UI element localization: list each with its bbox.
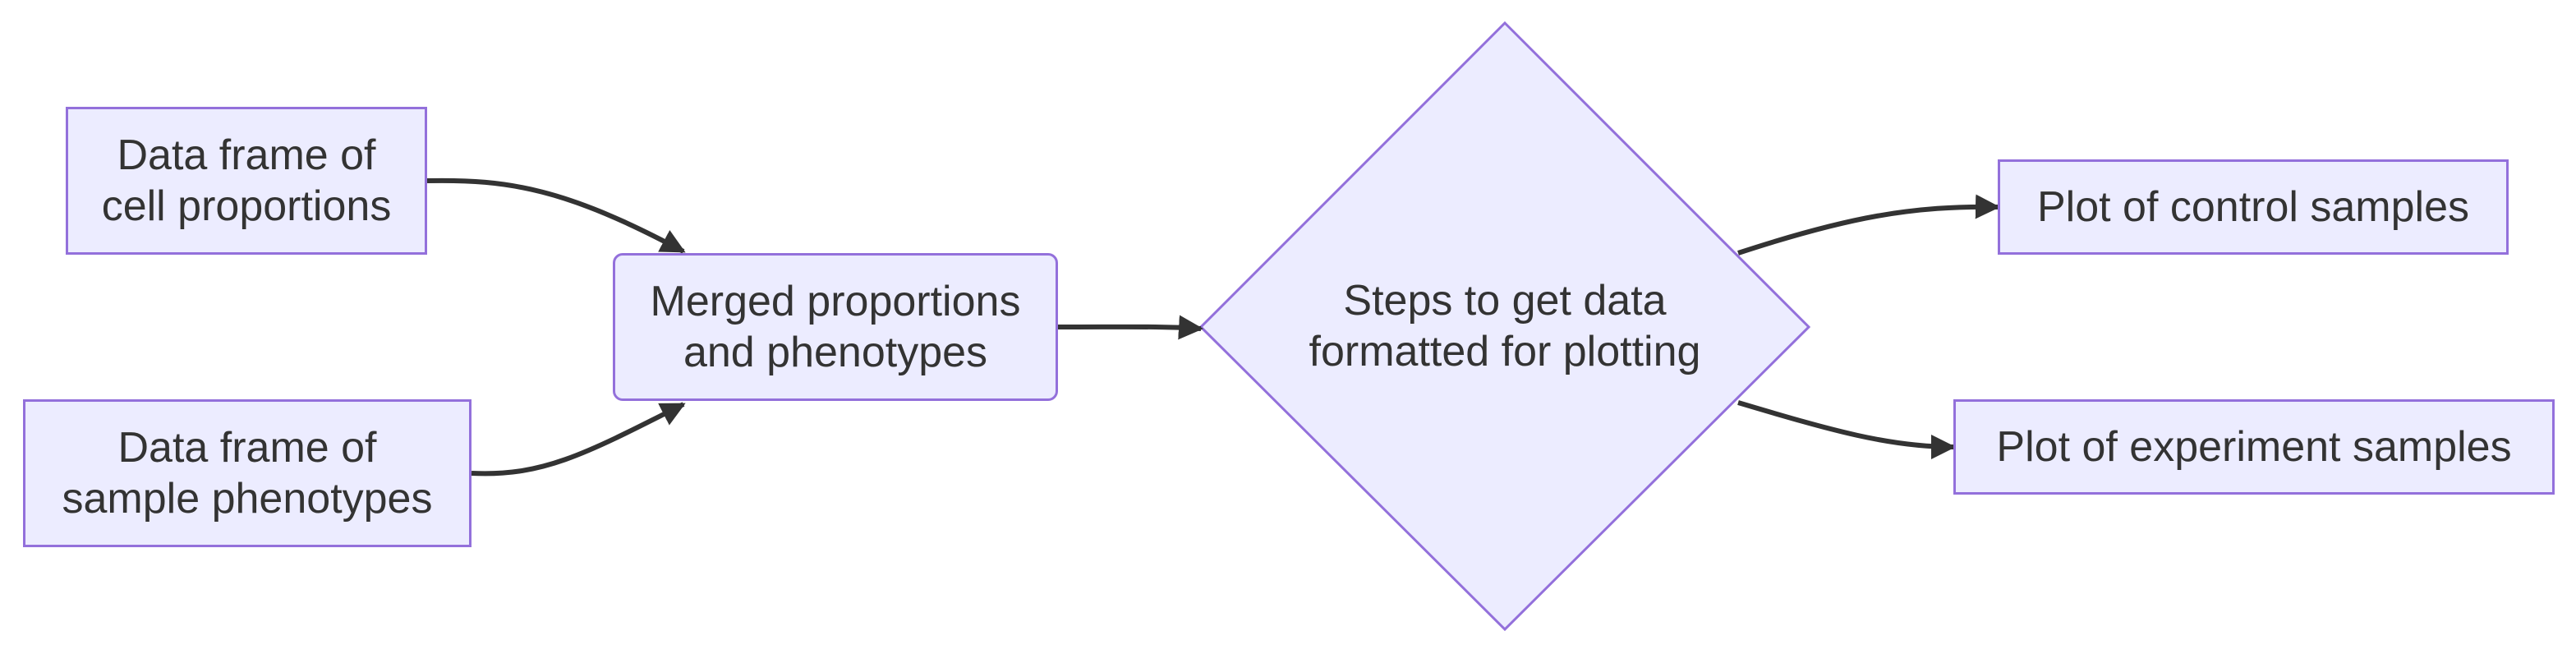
node-cell-proportions: Data frame of cell proportions xyxy=(66,107,427,255)
node-plot-experiment: Plot of experiment samples xyxy=(1953,399,2555,495)
node-plot-control-label: Plot of control samples xyxy=(2036,183,2470,231)
decision-label: Steps to get data formatted for plotting xyxy=(1309,277,1701,375)
edge-steps-to-plot-experiment xyxy=(1737,400,1956,459)
decision-diamond xyxy=(1198,21,1811,632)
edge-merged-to-steps xyxy=(1057,315,1203,340)
node-plot-control: Plot of control samples xyxy=(1998,159,2509,255)
edge-sample-phenotypes-to-merged xyxy=(471,402,686,477)
node-cell-proportions-label: Data frame of cell proportions xyxy=(101,131,392,230)
edge-cell-proportions-to-merged xyxy=(426,177,686,254)
node-sample-phenotypes: Data frame of sample phenotypes xyxy=(23,399,472,547)
node-plot-experiment-label: Plot of experiment samples xyxy=(1996,423,2512,471)
node-sample-phenotypes-label: Data frame of sample phenotypes xyxy=(62,424,433,523)
node-merged: Merged proportions and phenotypes xyxy=(613,253,1058,401)
node-merged-label: Merged proportions and phenotypes xyxy=(650,278,1021,376)
edge-steps-to-plot-control xyxy=(1737,194,2000,256)
